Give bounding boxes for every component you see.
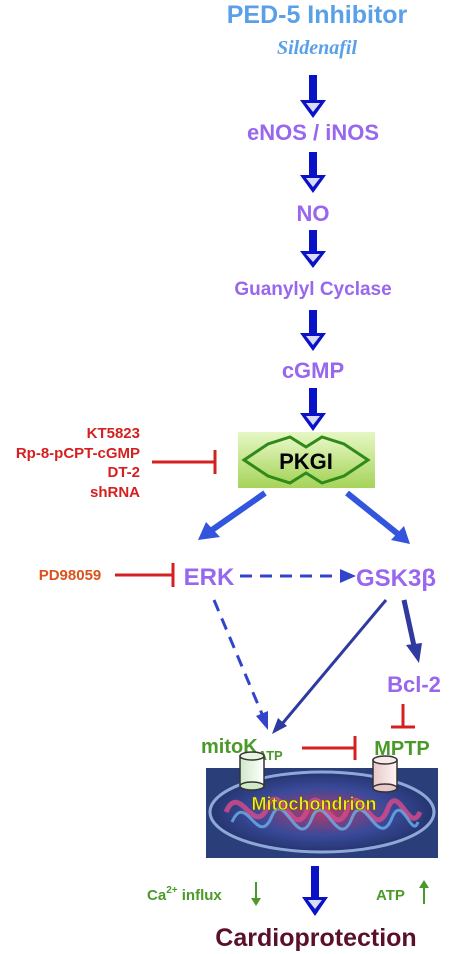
- mitok-channel-icon: [239, 751, 265, 791]
- arrow-no-to-guanylyl-cyclase: [300, 230, 326, 268]
- atp-label: ATP: [376, 887, 405, 904]
- node-cgmp: cGMP: [282, 358, 344, 383]
- node-no: NO: [297, 201, 330, 226]
- arrow-pkg-to-erk: [198, 490, 267, 540]
- dashed-arrow-erk-to-mitok: [212, 599, 268, 730]
- arrow-gsk3b-to-mitok: [272, 599, 388, 734]
- up-arrow-icon: [419, 880, 429, 904]
- erk-inhibitor: PD98059: [39, 567, 102, 584]
- pkg-star-shape: [241, 435, 371, 485]
- arrow-enos-to-no: [300, 152, 326, 193]
- arrow-pkg-to-gsk3b: [345, 490, 410, 544]
- arrow-to-cardioprotection: [302, 866, 328, 916]
- node-gsk3b: GSK3β: [356, 565, 436, 592]
- dashed-arrow-erk-to-gsk3b: [240, 569, 356, 583]
- calcium-suffix: influx: [178, 887, 223, 904]
- diagram-title: PED-5 Inhibitor: [227, 1, 408, 29]
- arrow-cgmp-to-pkg: [300, 388, 326, 431]
- arrow-gc-to-cgmp: [300, 310, 326, 351]
- inhibition-bar-erk: [115, 563, 175, 587]
- node-guanylyl-cyclase: Guanylyl Cyclase: [234, 279, 391, 300]
- down-arrow-icon: [251, 882, 261, 906]
- calcium-superscript: 2+: [166, 885, 178, 896]
- pkg-inhibitor-item: Rp-8-pCPT-cGMP: [16, 445, 140, 462]
- node-cardioprotection: Cardioprotection: [215, 924, 416, 952]
- diagram-subtitle: Sildenafil: [277, 37, 357, 59]
- inhibition-bar-bcl2-mptp: [391, 704, 415, 729]
- node-bcl2: Bcl-2: [387, 672, 441, 697]
- node-enos-inos: eNOS / iNOS: [247, 120, 379, 145]
- node-erk: ERK: [184, 564, 235, 591]
- arrow-gsk3b-to-bcl2: [401, 599, 422, 663]
- mptp-channel-icon: [372, 755, 398, 793]
- pkg-inhibitor-item: KT5823: [87, 425, 140, 442]
- mitochondrion-label: Mitochondrion: [252, 794, 377, 814]
- inhibition-bar-mitok-mptp: [302, 736, 357, 760]
- inhibition-bar-pkg: [152, 450, 217, 474]
- calcium-influx-label: Ca2+ influx: [147, 885, 222, 904]
- node-pkgi: PKGI: [279, 449, 333, 474]
- pkg-node: PKGI: [238, 432, 375, 488]
- arrow-sildenafil-to-enos: [300, 75, 326, 118]
- calcium-prefix: Ca: [147, 887, 167, 904]
- pkg-inhibitor-item: shRNA: [90, 484, 140, 501]
- pkg-inhibitor-list: KT5823 Rp-8-pCPT-cGMP DT-2 shRNA: [16, 425, 140, 501]
- pkg-inhibitor-item: DT-2: [107, 464, 140, 481]
- node-mptp: MPTP: [374, 738, 430, 760]
